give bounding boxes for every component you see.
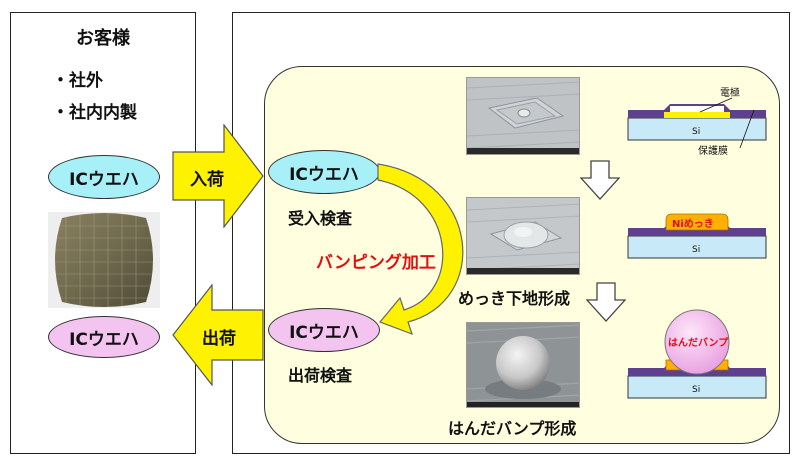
ni-plating-label: Niめっき bbox=[672, 218, 714, 230]
wafer-out-ellipse: ICウエハ bbox=[48, 316, 160, 358]
step-down-arrow-2 bbox=[586, 282, 626, 322]
bumping-process-label: バンピング加工 bbox=[316, 248, 436, 273]
process-end-ellipse: ICウエハ bbox=[268, 308, 380, 352]
wafer-in-ellipse: ICウエハ bbox=[48, 155, 160, 199]
customer-title: お客様 bbox=[76, 24, 130, 50]
si-label-3: Si bbox=[692, 385, 700, 395]
passivation-label: 保護膜 bbox=[698, 144, 728, 157]
sem-photo-electrode bbox=[466, 77, 580, 155]
si-label-1: Si bbox=[692, 127, 700, 137]
cross-section-electrode: Si 電極 保護膜 bbox=[622, 86, 772, 158]
sem-photo-plating bbox=[466, 197, 580, 275]
outbound-arrow-label: 出荷 bbox=[202, 324, 236, 349]
solder-bump-label: はんだバンプ bbox=[668, 336, 729, 349]
solder-bump-caption: はんだバンプ形成 bbox=[448, 415, 576, 439]
customer-item-internal: ・社内内製 bbox=[52, 98, 137, 123]
electrode-label: 電極 bbox=[720, 86, 740, 99]
customer-item-external: ・社外 bbox=[52, 66, 103, 91]
wafer-image bbox=[48, 212, 160, 308]
process-start-ellipse: ICウエハ bbox=[268, 150, 380, 194]
sem-photo-bump bbox=[466, 322, 580, 408]
plating-base-caption: めっき下地形成 bbox=[458, 285, 570, 309]
receiving-inspection-caption: 受入検査 bbox=[288, 205, 352, 229]
shipping-inspection-caption: 出荷検査 bbox=[288, 362, 352, 386]
cross-section-solder-bump: はんだバンプ Si bbox=[622, 308, 772, 404]
step-down-arrow-1 bbox=[580, 160, 620, 200]
cross-section-ni-plating: Niめっき Si bbox=[622, 208, 772, 264]
si-label-2: Si bbox=[692, 245, 700, 255]
inbound-arrow-label: 入荷 bbox=[190, 165, 224, 190]
